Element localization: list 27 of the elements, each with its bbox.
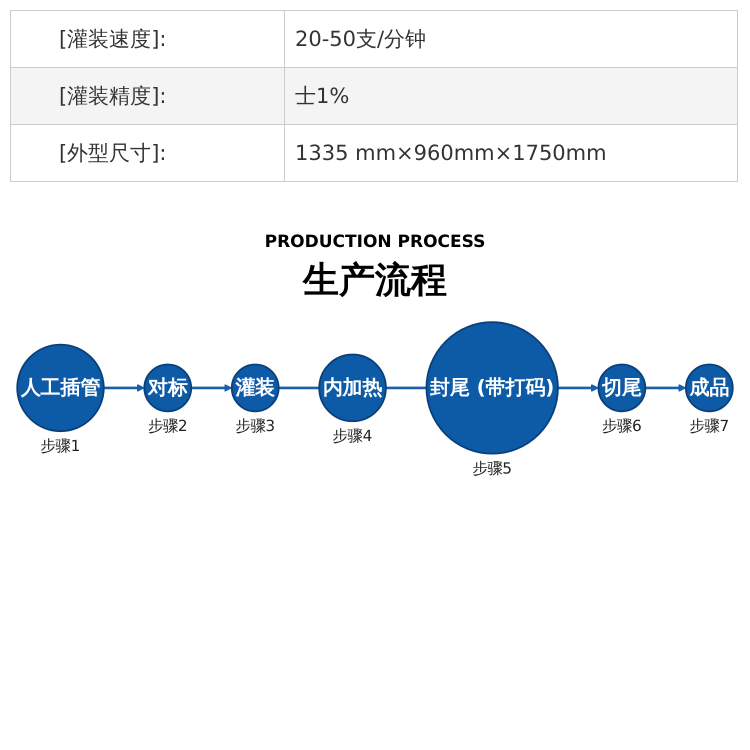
step-label: 步骤5 [472,459,512,478]
table-cell: 1335 mm×960mm×1750mm [284,124,738,182]
connector [386,386,426,390]
step-label: 步骤1 [40,437,80,456]
step-label: 步骤3 [235,417,276,436]
arrow [191,384,232,392]
node-circle: 封尾 (带打码) [426,321,559,455]
table-cell: 20-50支/分钟 [284,10,738,68]
node-circle: 灌装 [230,364,280,412]
node-circle: 成品 [685,364,734,412]
node-circle: 人工插管 [16,344,105,432]
node-circle: 切尾 [598,364,646,412]
arrow [558,384,599,392]
arrow [645,384,686,392]
arrow [104,384,145,392]
table-cell: 士1% [284,68,738,124]
step-label: 步骤4 [332,427,372,446]
node-circle: 内加热 [318,354,387,422]
title: 生产流程 [303,259,447,303]
step-label: 步骤2 [148,417,188,436]
step-label: 步骤7 [689,417,730,436]
subtitle: PRODUCTION PROCESS [264,232,486,252]
connector [278,386,320,390]
step-label: 步骤6 [602,417,642,436]
table-header-cell: [灌装精度]: [10,68,284,124]
table-header-cell: [灌装速度]: [10,10,284,68]
table-header-cell: [外型尺寸]: [10,124,284,182]
